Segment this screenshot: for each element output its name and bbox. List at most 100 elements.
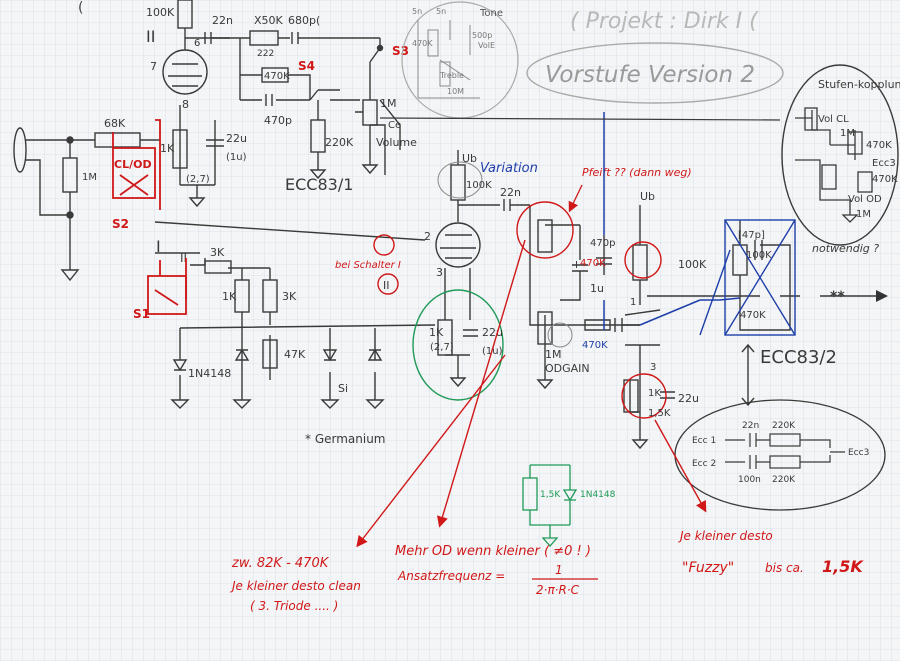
switch-s1-block[interactable] xyxy=(147,258,187,315)
tube-stage-3-labels: Ub 100K [47p] 100K 470K 1 3 1K 1,5K 22u … xyxy=(630,190,837,419)
resistor-68k xyxy=(94,132,141,148)
label-27: (2,7) xyxy=(186,174,210,185)
diode-labels: 3K 1K 3K 47K 1N4148 Si * Germanium I II xyxy=(156,237,386,446)
top-network-labels: 22n X50K 222 680p( 470K 470p 1M 220K Ce … xyxy=(212,14,417,149)
label-22n-top: 22n xyxy=(212,14,233,27)
input-stage xyxy=(13,105,426,282)
note2-line1: Mehr OD wenn kleiner ( ≠0 ! ) xyxy=(395,544,591,559)
page-title: Vorstufe Version 2 xyxy=(545,62,755,88)
label-22u: 22u xyxy=(226,132,247,145)
tone-5n-1: 5n xyxy=(412,7,422,16)
mixer-100n: 100n xyxy=(738,475,761,485)
note-2: Mehr OD wenn kleiner ( ≠0 ! ) Ansatzfreq… xyxy=(395,544,598,597)
remark-schalter: bei Schalter I xyxy=(335,260,401,271)
label-22u-3: 22u xyxy=(482,326,503,339)
label-od-gain: ODGAIN xyxy=(545,362,590,375)
label-ecc83-2: ECC83/2 xyxy=(760,347,837,368)
pin-1-a: 1 xyxy=(630,297,636,308)
label-ce: Ce xyxy=(388,120,401,131)
label-470k-4: 470K xyxy=(582,340,608,351)
cathode-3-highlight-red xyxy=(621,373,667,419)
note3-line1: Je kleiner desto xyxy=(678,529,773,543)
note3-line2: "Fuzzy" xyxy=(682,560,734,576)
label-47p: [47p] xyxy=(738,230,765,241)
label-volume: Volume xyxy=(376,136,417,149)
label-variation: Variation xyxy=(480,161,538,176)
diode-network xyxy=(155,252,436,409)
roman-i-b: I xyxy=(575,260,578,271)
resistor-220k xyxy=(310,119,326,153)
note1-line2: Je kleiner desto clean xyxy=(230,579,361,593)
ub-2-highlight-red xyxy=(624,241,662,279)
label-27-3: (2,7) xyxy=(430,342,454,353)
switch-s2-block[interactable] xyxy=(112,119,161,210)
resistor-470k-3 xyxy=(537,219,553,253)
remark-circle-1 xyxy=(373,234,395,256)
tone-470k: 470K xyxy=(412,39,433,48)
switch-s2-label: S2 xyxy=(112,217,129,231)
label-100k-top: 100K xyxy=(146,6,175,19)
project-title: ( Projekt : Dirk I ( xyxy=(570,9,759,34)
od-gain-circle xyxy=(547,322,573,348)
annotation-arrows xyxy=(356,239,707,548)
tube-ecc83-1 xyxy=(162,0,230,95)
roman-ii-b: II xyxy=(180,251,187,265)
tube-ecc83-1-labels: 100K II 6 7 8 ECC83/1 xyxy=(146,6,353,194)
green-1n4148: 1N4148 xyxy=(580,490,616,500)
coupling-bubble: Stufen-kopplung Vol CL 1M 470K Ecc3 470K… xyxy=(781,64,900,246)
coupling-link-line xyxy=(379,117,781,121)
remark-circle-2 xyxy=(377,273,399,295)
label-470k-top: 470K xyxy=(264,71,290,82)
ecc83-2-arrow xyxy=(741,343,755,407)
note3-line3: bis ca. xyxy=(765,561,804,575)
note-3: Je kleiner desto "Fuzzy" bis ca. 1,5K xyxy=(678,529,864,576)
cathode-highlight-green xyxy=(412,289,504,401)
resistor-1k-4 xyxy=(623,379,639,413)
label-ecc83-1: ECC83/1 xyxy=(285,175,353,194)
label-68k: 68K xyxy=(104,117,126,130)
coupling-1m-b: 1M xyxy=(856,209,871,220)
tone-500p: 500p xyxy=(472,31,492,40)
pin-7: 7 xyxy=(150,60,157,73)
label-22n-2: 22n xyxy=(500,186,521,199)
note2-den: 2·π·R·C xyxy=(536,583,580,597)
label-15k: 1,5K xyxy=(648,408,671,419)
title-frame xyxy=(526,42,784,104)
resistor-470k-top xyxy=(261,67,289,83)
od-network xyxy=(529,205,640,390)
tone-treble: Treble xyxy=(439,71,464,80)
mixer-ecc1: Ecc 1 xyxy=(692,436,716,446)
tone-vol: VolE xyxy=(478,41,495,50)
resistor-3k-1 xyxy=(204,260,232,274)
label-1u-4: 1u xyxy=(590,282,604,295)
coupling-ecc3: Ecc3 xyxy=(872,158,896,169)
roman-i-a: I xyxy=(156,237,161,256)
label-3k-1: 3K xyxy=(210,246,225,259)
pin-2: 2 xyxy=(424,230,431,243)
switch-s3-label: S3 xyxy=(392,44,409,58)
input-labels: 68K 1M 1K (2,7) 22u (1u) xyxy=(82,117,247,185)
coupling-1m: 1M xyxy=(840,128,855,139)
switch-s4-label: S4 xyxy=(298,59,315,73)
label-470p: 470p xyxy=(264,114,292,127)
coupling-vol-cl: Vol CL xyxy=(818,114,849,125)
label-100k-2: 100K xyxy=(466,180,492,191)
label-1n4148: 1N4148 xyxy=(188,367,231,380)
label-1k-3: 1K xyxy=(429,326,444,339)
label-680p: 680p( xyxy=(288,14,320,27)
header: ( Projekt : Dirk I ( Vorstufe Version 2 xyxy=(526,9,784,104)
tone-5n-2: 5n xyxy=(436,7,446,16)
pot-500k xyxy=(249,30,279,46)
note2-line2: Ansatzfrequenz = xyxy=(397,569,505,583)
label-22u-4: 22u xyxy=(678,392,699,405)
label-500k: X50K xyxy=(254,14,284,27)
tube-2-outline xyxy=(437,161,483,199)
label-1m-vol: 1M xyxy=(380,97,397,110)
green-subcircuit xyxy=(522,464,578,547)
pin-3: 3 xyxy=(436,266,443,279)
resistor-1k-cathode xyxy=(172,129,188,169)
pin-8: 8 xyxy=(182,98,189,111)
crossed-out-block xyxy=(699,219,796,336)
resistor-100k-2 xyxy=(450,164,466,201)
label-ub-1: Ub xyxy=(462,152,477,165)
